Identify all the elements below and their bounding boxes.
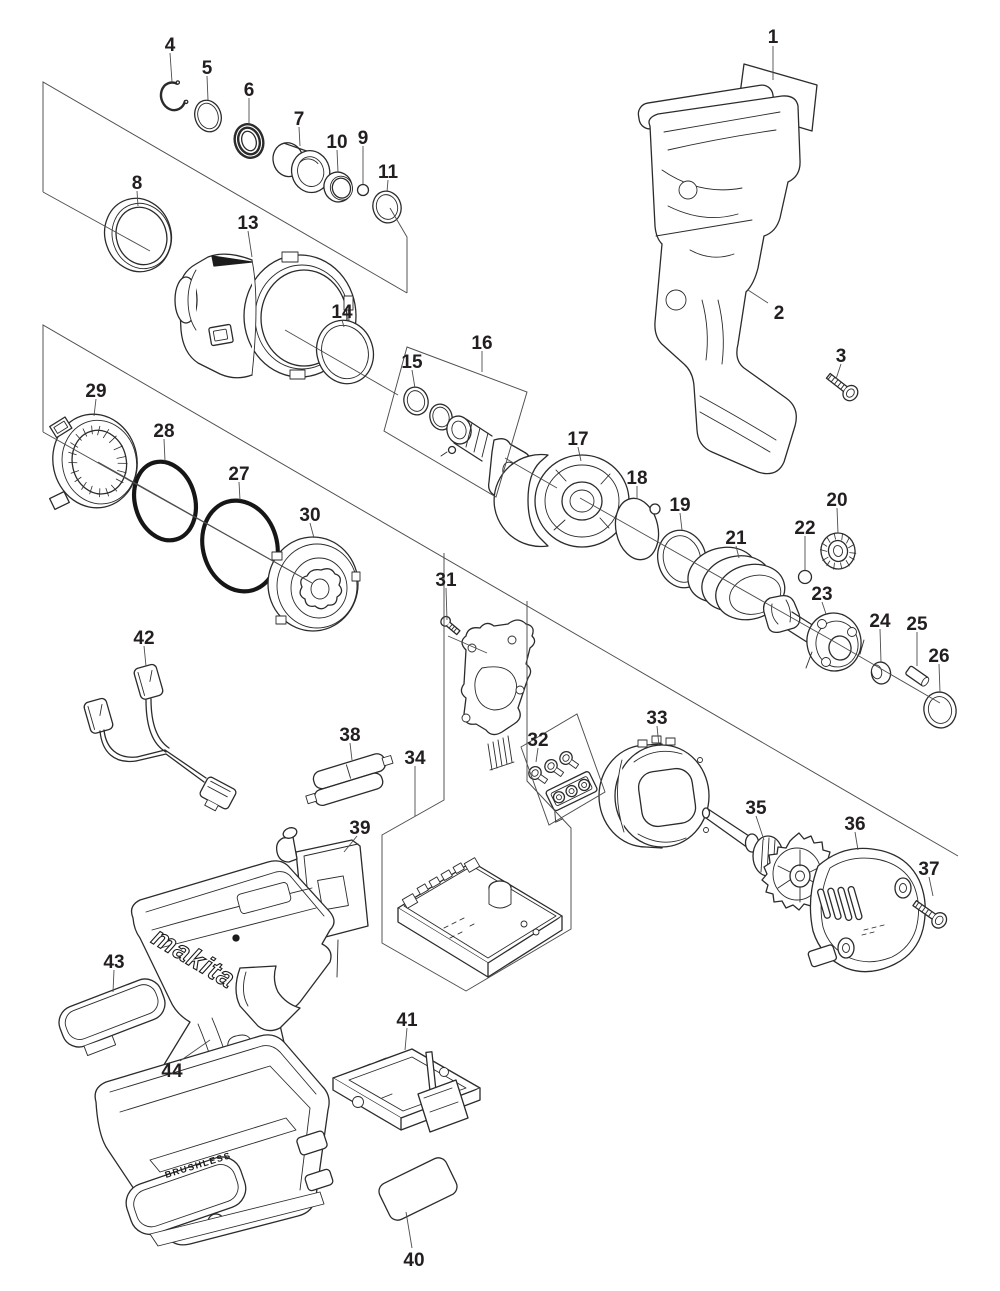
part-number-3: 3	[836, 346, 847, 367]
o-ring-pair	[403, 386, 453, 431]
assembly-axis-lines	[284, 329, 941, 704]
o-ring-small	[372, 190, 402, 224]
cover-screw	[912, 900, 948, 929]
part-number-33: 33	[646, 708, 667, 729]
part-number-40: 40	[403, 1250, 424, 1271]
part-number-2: 2	[774, 303, 785, 324]
housing-screw	[825, 372, 859, 402]
part-number-6: 6	[244, 80, 255, 101]
part-number-35: 35	[745, 798, 767, 819]
part-number-32: 32	[527, 730, 548, 751]
steel-ball	[797, 569, 813, 585]
part-number-34: 34	[404, 748, 426, 769]
part-number-8: 8	[132, 173, 143, 194]
spindle	[762, 594, 865, 672]
part-number-42: 42	[133, 628, 154, 649]
steel-ball-small	[356, 183, 370, 197]
pin	[905, 665, 930, 687]
part-number-17: 17	[567, 429, 588, 450]
part-number-22: 22	[794, 518, 815, 539]
case-ring	[315, 319, 375, 385]
part-number-44: 44	[161, 1061, 183, 1082]
part-number-20: 20	[826, 490, 847, 511]
sensor-screw	[440, 615, 461, 636]
flat-washer	[194, 99, 222, 133]
housing-half-rear	[637, 84, 801, 475]
spacer-ring	[323, 171, 353, 203]
part-number-27: 27	[228, 464, 249, 485]
part-number-16: 16	[471, 333, 492, 354]
part-number-43: 43	[103, 952, 124, 973]
part-number-1: 1	[768, 27, 779, 48]
controller-module	[397, 857, 563, 978]
toothed-bumper-ring	[48, 413, 138, 511]
part-number-24: 24	[869, 611, 891, 632]
part-number-31: 31	[435, 570, 457, 591]
hammer	[493, 453, 630, 548]
o-ring-medium	[132, 459, 198, 543]
part-number-25: 25	[906, 614, 928, 635]
part-number-7: 7	[294, 109, 305, 130]
part-number-21: 21	[725, 528, 747, 549]
housing-half-front	[94, 860, 335, 1247]
part-number-11: 11	[378, 162, 399, 183]
part-number-13: 13	[237, 213, 258, 234]
front-ring	[103, 197, 173, 273]
part-number-14: 14	[331, 302, 353, 323]
part-number-labels: 1 2 3 4 5 6 7 8 9 10 11 13 14 15 16 17 1…	[85, 27, 949, 1271]
caution-label	[378, 1157, 458, 1221]
part-number-23: 23	[811, 584, 832, 605]
part-number-36: 36	[844, 814, 865, 835]
part-number-29: 29	[85, 381, 106, 402]
part-number-4: 4	[165, 35, 176, 56]
rear-ring	[923, 691, 957, 729]
assembly-group-boxes	[42, 81, 959, 992]
hammer-washer	[614, 497, 661, 561]
retaining-ring	[159, 80, 189, 112]
part-number-18: 18	[626, 468, 647, 489]
part-number-15: 15	[401, 352, 423, 373]
sensor-board	[460, 619, 536, 771]
part-number-37: 37	[918, 859, 939, 880]
base-protector-plate	[58, 978, 166, 1057]
part-number-30: 30	[299, 505, 320, 526]
part-number-41: 41	[396, 1010, 418, 1031]
part-number-5: 5	[202, 58, 213, 79]
knurled-bearing	[819, 532, 857, 570]
part-number-39: 39	[349, 818, 370, 839]
o-ring-large	[200, 498, 280, 594]
part-number-9: 9	[358, 128, 369, 149]
rear-cover	[807, 847, 926, 973]
part-number-26: 26	[928, 646, 949, 667]
stator	[598, 735, 710, 849]
part-number-10: 10	[326, 132, 347, 153]
part-number-38: 38	[339, 725, 360, 746]
led-wiring-harness	[83, 663, 237, 812]
coil-spring-ring	[233, 123, 265, 159]
terminal-and-screws	[528, 751, 598, 823]
terminal-base-block	[332, 1048, 481, 1133]
case-cover-plate	[267, 536, 361, 632]
reverse-slider-button	[305, 753, 394, 807]
part-number-28: 28	[153, 421, 174, 442]
part-number-19: 19	[669, 495, 690, 516]
hammer-case	[174, 251, 357, 380]
label-leader-lines	[93, 46, 941, 1249]
compression-spring	[687, 546, 786, 621]
bushing-collar	[272, 142, 331, 194]
